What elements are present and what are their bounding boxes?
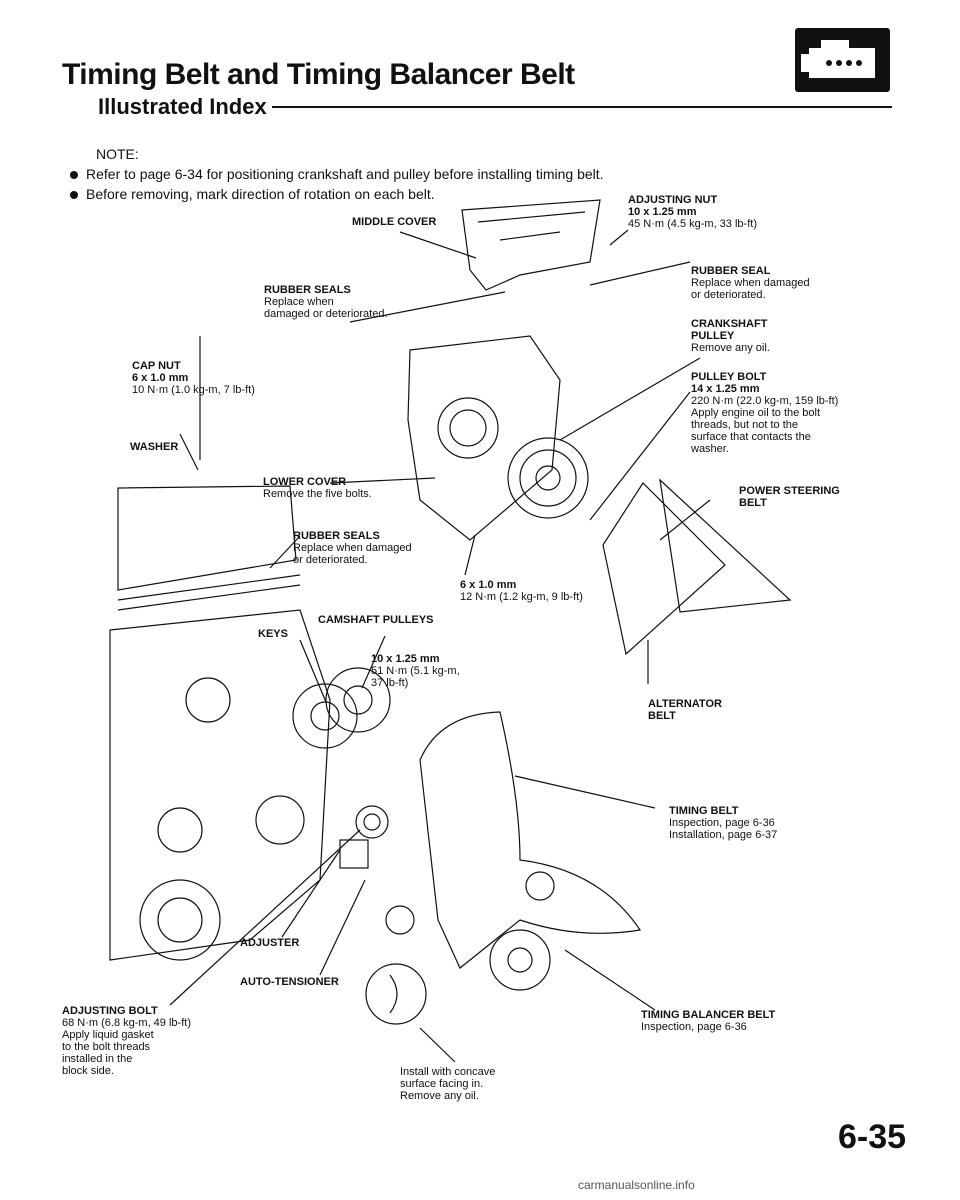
washer-label: WASHER xyxy=(130,441,179,453)
page-title: Timing Belt and Timing Balancer Belt xyxy=(62,58,575,91)
rubber-seals-top-label: RUBBER SEALS Replace when damaged or det… xyxy=(264,284,388,320)
note-item: Refer to page 6-34 for positioning crank… xyxy=(70,166,604,182)
rubber-seal-right-label: RUBBER SEAL Replace when damaged or dete… xyxy=(691,265,810,301)
page-number: 6-35 xyxy=(838,1118,907,1156)
bolt-6x1-label: 6 x 1.0 mm 12 N·m (1.2 kg-m, 9 lb-ft) xyxy=(460,579,583,603)
crankshaft-pulley-drawing xyxy=(507,437,589,519)
adjusting-bolt-label: ADJUSTING BOLT 68 N·m (6.8 kg-m, 49 lb-f… xyxy=(62,1005,191,1077)
engine-section-icon xyxy=(795,28,890,92)
camshaft-pulley-drawing xyxy=(292,683,358,749)
adjusting-nut-label: ADJUSTING NUT 10 x 1.25 mm 45 N·m (4.5 k… xyxy=(628,194,757,230)
adjuster-label: ADJUSTER xyxy=(240,937,300,949)
power-steering-belt-label: POWER STEERING BELT xyxy=(739,485,840,509)
balancer-belt-label: TIMING BALANCER BELT Inspection, page 6-… xyxy=(641,1009,776,1033)
crankshaft-pulley-label: CRANKSHAFT PULLEY Remove any oil. xyxy=(691,318,770,354)
pulley-bolt-label: PULLEY BOLT 14 x 1.25 mm 220 N·m (22.0 k… xyxy=(691,371,839,455)
camshaft-pulley-drawing xyxy=(325,667,391,733)
page-subtitle: Illustrated Index xyxy=(98,94,267,119)
cap-nut-label: CAP NUT 6 x 1.0 mm 10 N·m (1.0 kg-m, 7 l… xyxy=(132,360,255,396)
middle-cover-drawing xyxy=(461,199,601,291)
note-text: Before removing, mark direction of rotat… xyxy=(86,186,435,202)
engine-block-drawing xyxy=(109,609,331,961)
auto-tensioner-label: AUTO-TENSIONER xyxy=(240,976,339,988)
camshaft-pulleys-label: CAMSHAFT PULLEYS xyxy=(318,614,434,626)
note-heading: NOTE: xyxy=(96,146,139,162)
rubber-seals-mid-label: RUBBER SEALS Replace when damaged or det… xyxy=(293,530,412,566)
note-item: Before removing, mark direction of rotat… xyxy=(70,186,435,202)
bolt-10x125-label: 10 x 1.25 mm 51 N·m (5.1 kg-m, 37 lb-ft) xyxy=(371,653,460,689)
timing-belt-drawing xyxy=(419,711,642,969)
middle-cover-label: MIDDLE COVER xyxy=(352,216,437,228)
lower-cover-drawing xyxy=(407,335,561,541)
washer-inset-drawing xyxy=(365,963,427,1025)
alternator-belt-label: ALTERNATOR BELT xyxy=(648,698,722,722)
note-text: Refer to page 6-34 for positioning crank… xyxy=(86,166,604,182)
keys-label: KEYS xyxy=(258,628,288,640)
power-steering-belt-drawing xyxy=(659,478,792,613)
install-note-label: Install with concave surface facing in. … xyxy=(400,1066,496,1102)
lower-cover-label: LOWER COVER Remove the five bolts. xyxy=(263,476,372,500)
watermark-text: carmanualsonline.info xyxy=(578,1178,695,1192)
title-rule xyxy=(272,106,892,108)
balancer-pulley-drawing xyxy=(489,929,551,991)
valve-cover-drawing xyxy=(117,485,297,591)
timing-belt-label: TIMING BELT Inspection, page 6-36 Instal… xyxy=(669,805,778,841)
